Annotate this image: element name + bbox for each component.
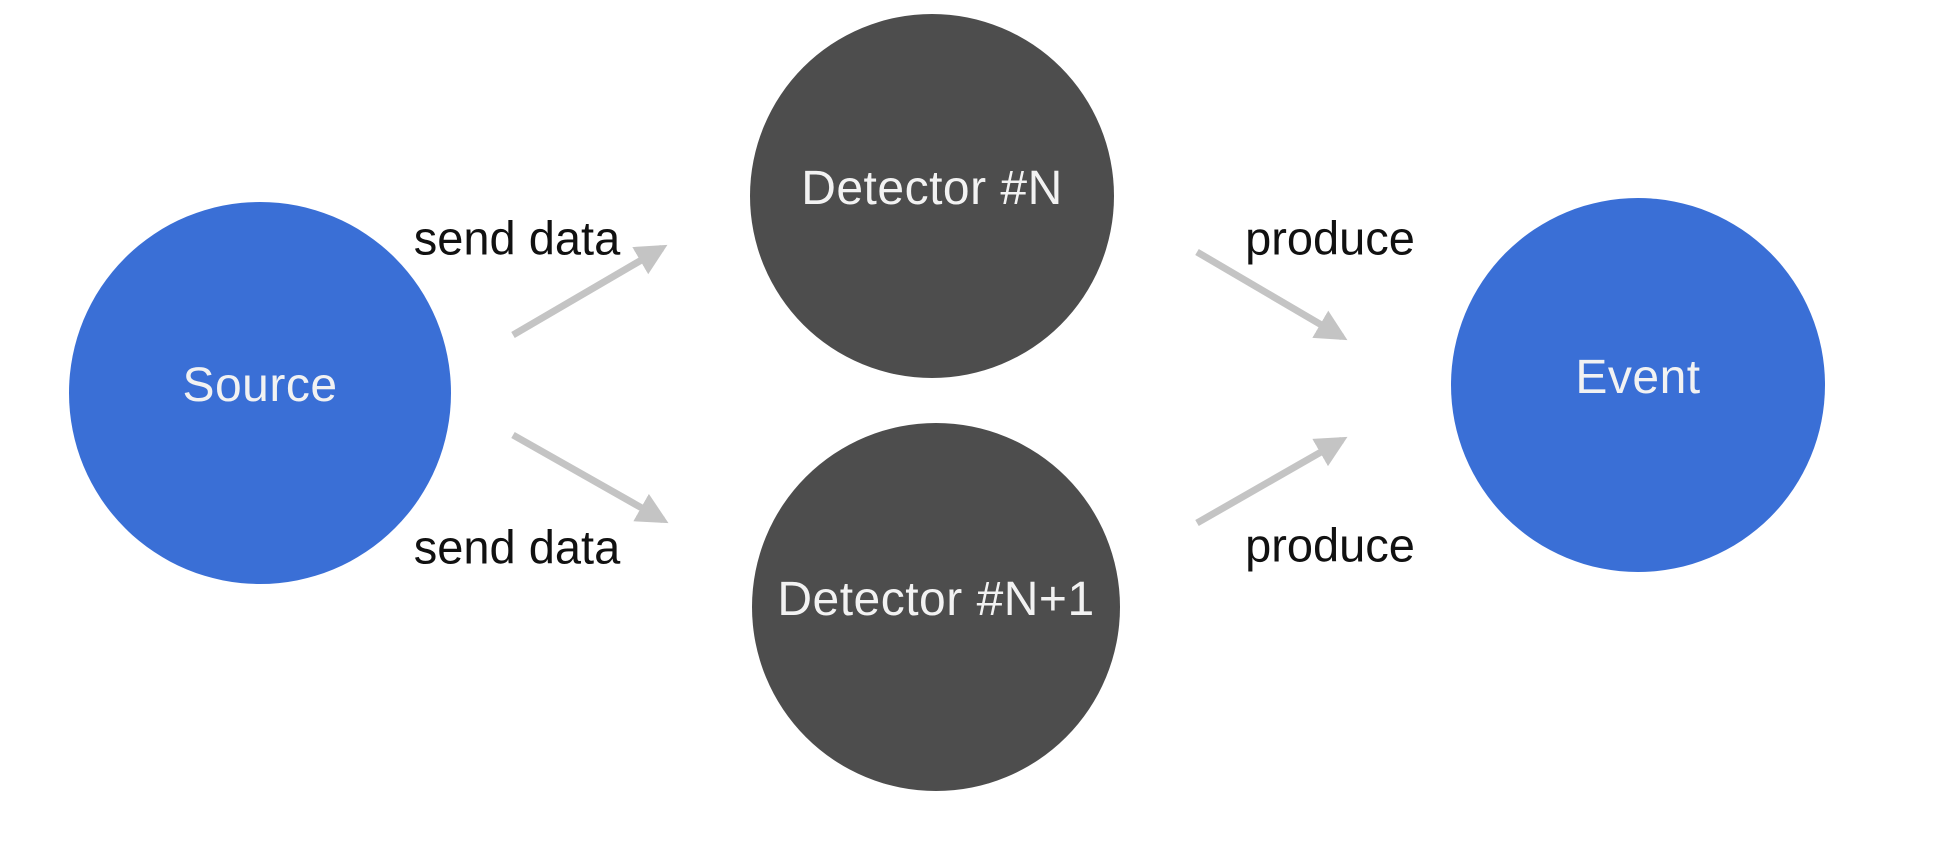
- edge-label-send-data-top: send data: [413, 211, 621, 265]
- arrow-source-to-detector-n1: [511, 431, 669, 524]
- arrow-source-to-detector-n: [511, 244, 668, 339]
- edge-label-produce-bottom: produce: [1245, 518, 1415, 572]
- node-source: Source: [69, 202, 451, 584]
- node-detector-n-label: Detector #N: [801, 162, 1063, 215]
- node-event-label: Event: [1575, 351, 1701, 404]
- node-event: Event: [1451, 198, 1825, 572]
- edge-label-produce-top: produce: [1245, 211, 1415, 265]
- arrow-detector-n-to-event: [1195, 248, 1348, 341]
- node-detector-n1: Detector #N+1: [752, 423, 1120, 791]
- node-detector-n: Detector #N: [750, 14, 1114, 378]
- edge-label-send-data-bottom: send data: [413, 520, 621, 574]
- arrow-detector-n1-to-event: [1195, 436, 1348, 527]
- node-source-label: Source: [182, 359, 338, 412]
- node-detector-n1-label: Detector #N+1: [777, 573, 1095, 626]
